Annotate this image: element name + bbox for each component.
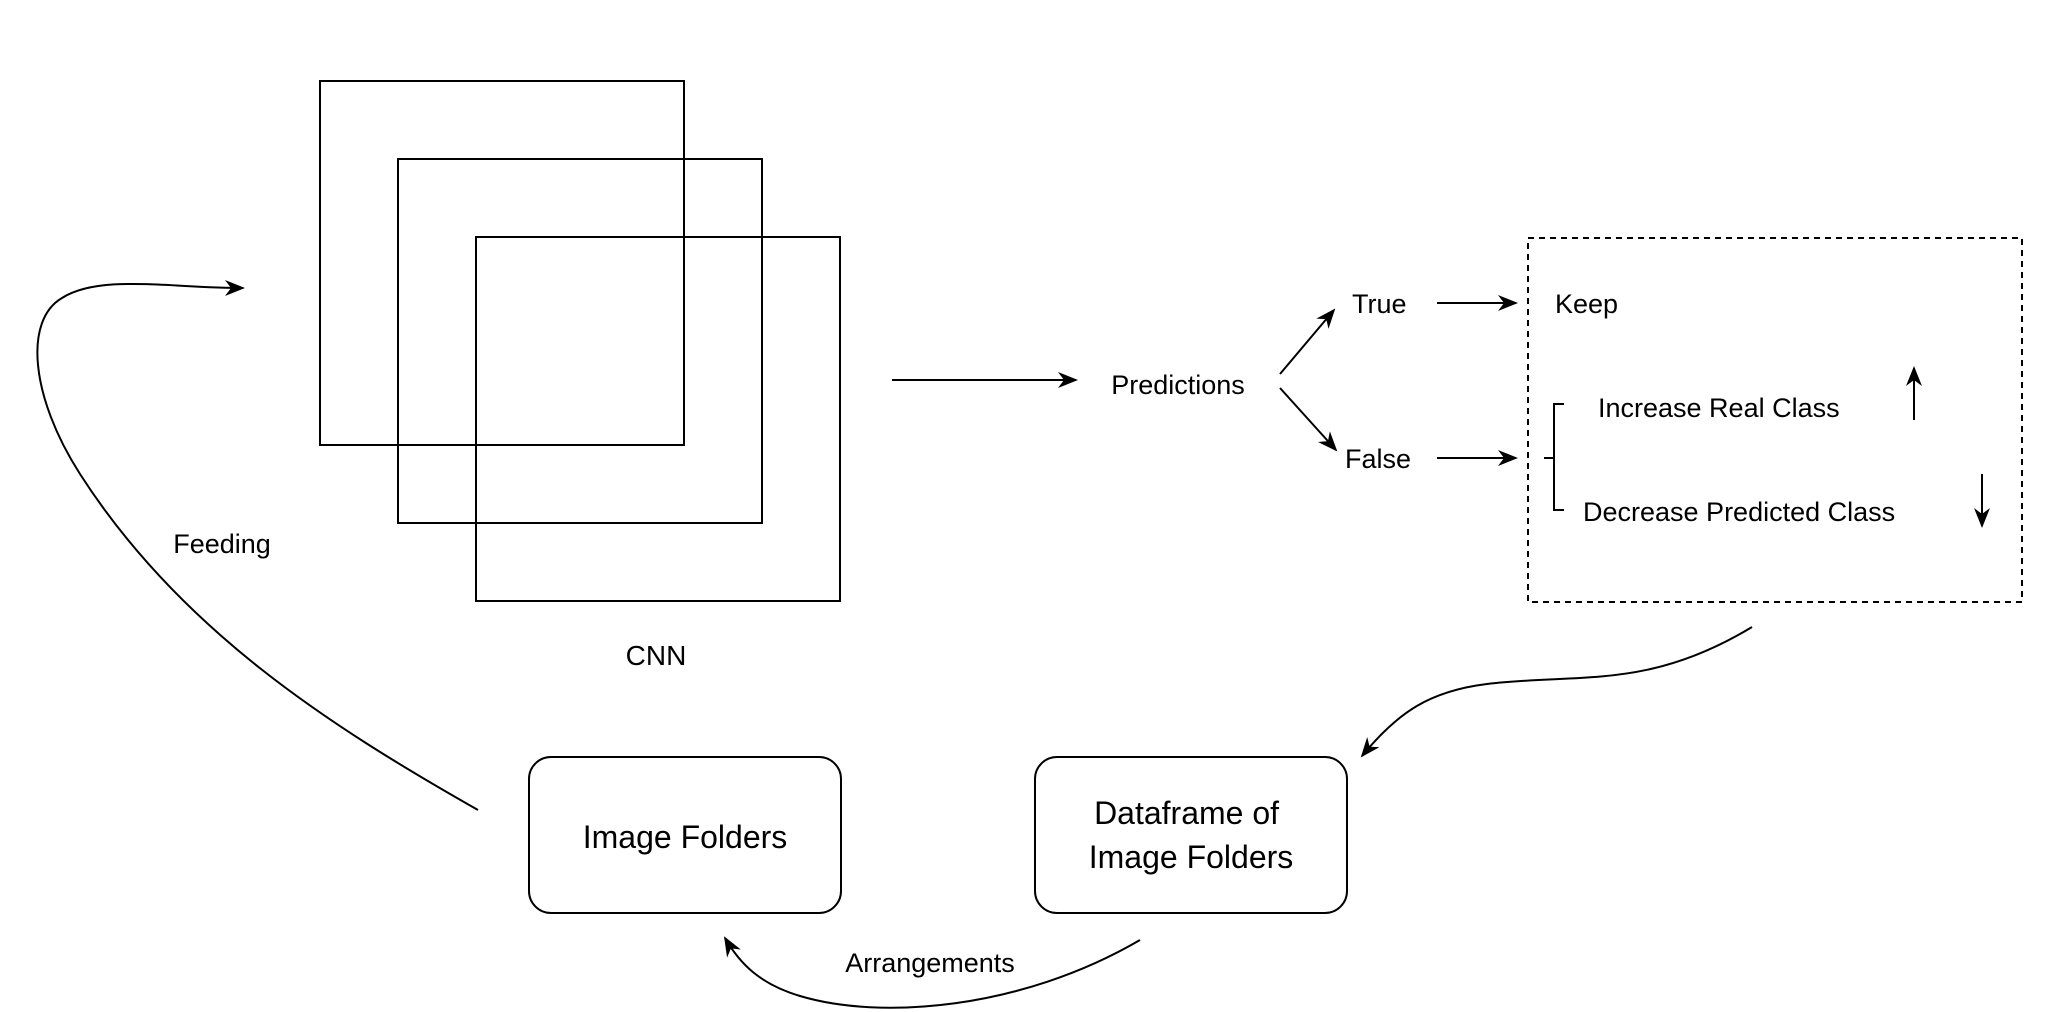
edge-predictions-to-true bbox=[1279, 308, 1336, 375]
image-folders-label: Image Folders bbox=[583, 819, 788, 855]
cnn-layer-1 bbox=[319, 80, 685, 446]
edge-image-folders-to-cnn bbox=[36, 279, 479, 811]
increase-label: Increase Real Class bbox=[1598, 393, 1840, 423]
cnn-layers bbox=[319, 80, 841, 602]
edge-outcome-to-dataframe bbox=[1360, 626, 1753, 758]
adjust-bracket bbox=[1544, 403, 1564, 511]
edge-predictions-to-false bbox=[1279, 387, 1338, 452]
decrease-label: Decrease Predicted Class bbox=[1583, 497, 1895, 527]
cnn-layer-2 bbox=[397, 158, 763, 524]
dataframe-label-line-1: Dataframe of bbox=[1094, 795, 1279, 831]
edge-dataframe-to-image-folders bbox=[724, 936, 1141, 1009]
cnn-layer-3 bbox=[475, 236, 841, 602]
dataframe-label-line-2: Image Folders bbox=[1089, 839, 1294, 875]
cnn-label: CNN bbox=[626, 640, 687, 671]
image-folders-node bbox=[528, 756, 842, 914]
predictions-label: Predictions bbox=[1111, 370, 1245, 400]
true-label: True bbox=[1352, 289, 1407, 319]
dataframe-node bbox=[1034, 756, 1348, 914]
arrangements-label: Arrangements bbox=[845, 948, 1015, 978]
feeding-label: Feeding bbox=[173, 529, 271, 559]
outcome-box bbox=[1527, 237, 2023, 603]
false-label: False bbox=[1345, 444, 1411, 474]
keep-label: Keep bbox=[1555, 289, 1618, 319]
dataframe-label: Dataframe of Image Folders bbox=[1089, 795, 1294, 875]
